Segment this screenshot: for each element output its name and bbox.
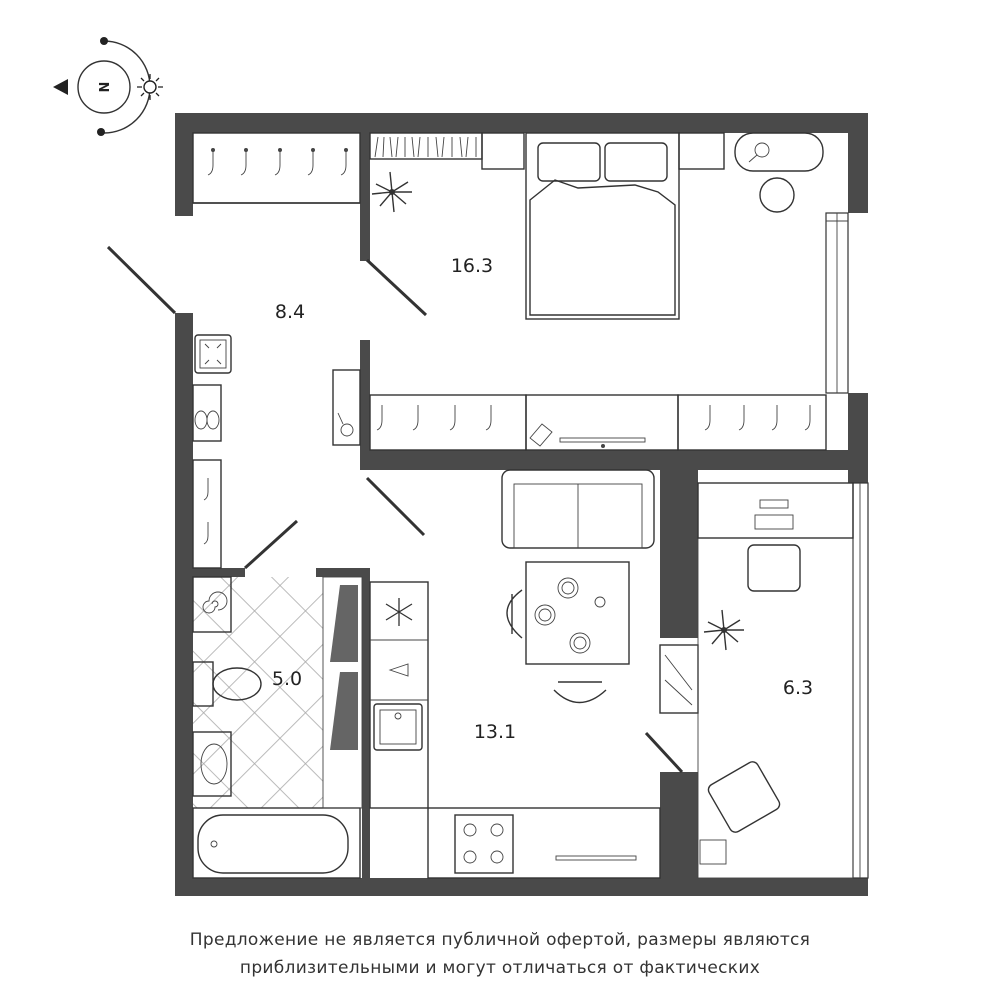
bathroom-cabinet [322,576,363,809]
balcony-books [699,839,727,865]
entrance-door[interactable] [106,245,177,315]
wall-bathroom-top-right [316,568,370,577]
kitchen-tv [555,855,637,861]
wall-bottom [175,878,868,896]
bedroom-door[interactable] [365,258,428,317]
wall-hall-bedroom-upper [360,133,370,261]
windows [825,212,869,879]
hall: 8.4 [106,132,361,570]
bedroom-wardrobe-right [677,394,827,451]
bathroom-door[interactable] [243,519,299,570]
bathtub [192,807,361,879]
round-stool [759,177,795,213]
bedside-table-left [481,132,525,170]
dining-chair-bottom [553,681,607,704]
wall-hall-bedroom-lower [360,340,370,470]
toilet-bowl [212,667,262,701]
compass-pointer-icon [53,79,68,95]
disclaimer-line-2: приблизительными и могут отличаться от ф… [239,958,761,978]
pillow-right [604,142,668,182]
plant-icon [371,171,412,213]
bedroom: 16.3 [365,132,827,451]
room-area-bedroom: 16.3 [451,255,493,277]
water-heater [192,576,232,633]
bookshelf [369,132,483,160]
balcony-outline [697,482,854,879]
desk-chair [747,544,801,592]
sun-icon [137,74,163,100]
bed [525,132,680,320]
compass-north-letter: N [98,82,113,93]
dining-chair-left [506,589,523,639]
bedroom-wardrobe-left [369,394,527,451]
room-area-kitchen: 13.1 [474,721,516,743]
armchair [707,761,781,833]
kitchen-sink [373,703,423,751]
hall-wardrobe-hangers [207,148,348,176]
wall-bathroom-top-left [193,568,245,577]
pillow-left [537,142,601,182]
walls [175,113,868,896]
compass-circle [77,60,131,114]
hall-wardrobe [192,132,361,204]
snowflake-icon [385,598,413,626]
wall-left-lower [175,313,193,896]
balcony-door[interactable] [644,731,684,774]
balcony: 6.3 [697,482,854,879]
dressing-table [734,132,824,172]
shoe-rack [192,384,222,442]
wall-bedroom-bottom [360,450,868,470]
hand-mirror-icon [754,142,770,158]
disclaimer-line-1: Предложение не является публичной оферто… [189,930,811,950]
kitchen-counter-left [369,581,429,809]
dining-table [525,561,630,665]
compass: N [53,37,163,136]
kitchen-door[interactable] [365,476,426,537]
wall-left-upper [175,113,193,216]
room-area-balcony: 6.3 [783,677,813,699]
wall-right-upper [848,113,868,213]
sun-path-end-dot [97,128,105,136]
bathroom-sink [192,731,232,797]
hall-small-wardrobe [192,459,222,569]
laptop [754,514,794,530]
tv-stand-item [529,423,553,447]
room-area-hall: 8.4 [275,301,305,323]
tv [559,437,646,443]
bathroom: 5.0 [192,576,363,879]
stove [454,814,514,874]
bed-blanket [529,179,676,316]
room-area-bathroom: 5.0 [272,668,302,690]
balcony-desk [697,482,854,539]
kitchen-counter-bottom [427,807,661,879]
wall-balcony-lower [660,772,698,878]
wall-top [175,113,868,133]
sun-path-start-dot [100,37,108,45]
kitchen-living: 13.1 [365,469,699,879]
hall-mirror-cabinet [332,369,361,446]
bedside-table-right [678,132,725,170]
window-balcony [852,482,869,879]
washing-machine [194,334,232,374]
wall-bathroom-right [362,577,370,878]
balcony-plant-icon [703,609,744,651]
kitchen-utensil-icon [388,663,409,677]
wall-balcony-upper [660,470,698,638]
